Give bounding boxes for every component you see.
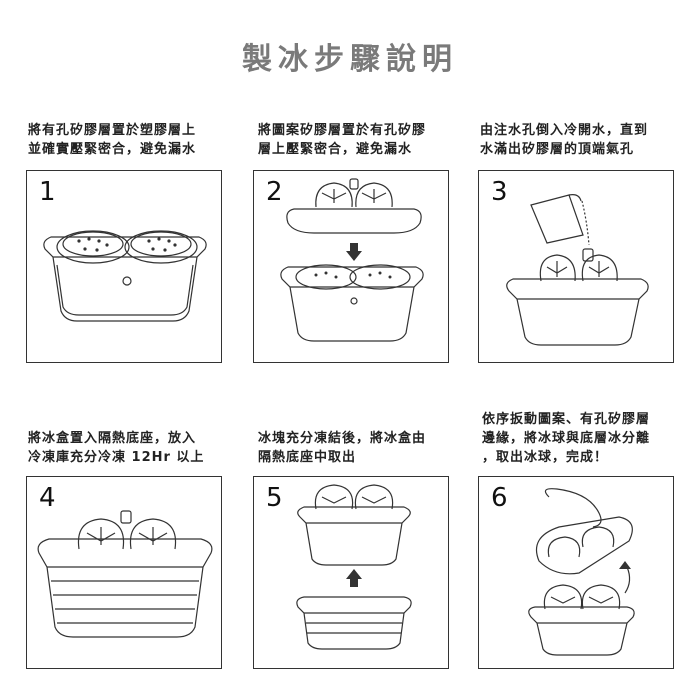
step-2-panel: 2 <box>253 170 449 363</box>
step-3-number: 3 <box>491 177 508 207</box>
step-1-illustration <box>43 230 207 322</box>
step-3-caption-line1: 由注水孔倒入冷開水，直到 <box>480 123 649 138</box>
step-2-number: 2 <box>266 177 283 207</box>
step-4-number: 4 <box>39 483 56 513</box>
step-5-caption-line1: 冰塊充分凍結後，將冰盒由 <box>258 431 427 446</box>
step-5-illustration <box>296 484 412 650</box>
step-4-caption-line1: 將冰盒置入隔熱底座，放入 <box>28 431 197 446</box>
step-6-caption-line1: 依序扳動圖案、有孔矽膠層 <box>482 412 651 427</box>
step-1-panel: 1 <box>26 170 222 363</box>
step-3-panel: 3 <box>478 170 674 363</box>
step-5-caption: 冰塊充分凍結後，將冰盒由 隔熱底座中取出 <box>258 429 426 467</box>
step-4-illustration <box>37 510 213 638</box>
step-3-illustration <box>506 194 649 346</box>
step-6-panel: 6 <box>478 476 674 669</box>
step-2-caption-line1: 將圖案矽膠層置於有孔矽膠 <box>258 123 427 138</box>
step-2-caption-line2: 層上壓緊密合，避免漏水 <box>258 142 413 157</box>
step-1-caption-line2: 並確實壓緊密合，避免漏水 <box>28 142 197 157</box>
step-3-caption-line2: 水滿出矽膠層的頂端氣孔 <box>480 142 635 157</box>
step-6-number: 6 <box>491 483 508 513</box>
step-3-caption: 由注水孔倒入冷開水，直到 水滿出矽膠層的頂端氣孔 <box>480 121 648 159</box>
step-6-illustration <box>528 488 635 656</box>
step-1-caption: 將有孔矽膠層置於塑膠層上 並確實壓緊密合，避免漏水 <box>28 121 196 159</box>
step-2-caption: 將圖案矽膠層置於有孔矽膠 層上壓緊密合，避免漏水 <box>258 121 426 159</box>
step-4-caption-line2: 冷凍庫充分冷凍 12Hr 以上 <box>28 450 205 465</box>
page-title: 製冰步驟說明 <box>242 42 458 77</box>
step-1-caption-line1: 將有孔矽膠層置於塑膠層上 <box>28 123 197 138</box>
step-6-caption-line2: 邊緣，將冰球與底層冰分離 <box>482 431 651 446</box>
step-5-panel: 5 <box>253 476 449 669</box>
step-6-caption-line3: ，取出冰球，完成！ <box>482 450 609 465</box>
step-4-panel: 4 <box>26 476 222 669</box>
step-4-caption: 將冰盒置入隔熱底座，放入 冷凍庫充分冷凍 12Hr 以上 <box>28 429 204 467</box>
step-6-caption: 依序扳動圖案、有孔矽膠層 邊緣，將冰球與底層冰分離 ，取出冰球，完成！ <box>482 410 650 467</box>
step-1-number: 1 <box>39 177 56 207</box>
step-5-number: 5 <box>266 483 283 513</box>
step-5-caption-line2: 隔熱底座中取出 <box>258 450 357 465</box>
step-2-illustration <box>280 178 424 342</box>
